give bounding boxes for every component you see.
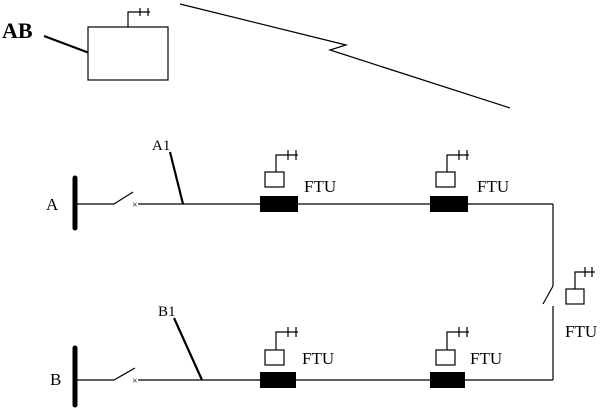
master-station-leader (43, 34, 93, 56)
ftu-antenna-icon (275, 331, 298, 350)
ftu-antenna-icon (574, 271, 595, 289)
ftu-top-2: FTU (435, 150, 509, 196)
feeder-b-leader (172, 317, 204, 381)
ftu-label: FTU (565, 322, 597, 341)
ftu-tie: FTU (565, 267, 597, 341)
sectionalizer-a1 (260, 196, 298, 212)
ftu-label: FTU (302, 349, 334, 368)
ftu-label: FTU (470, 349, 502, 368)
breaker-b-contact: × (132, 376, 138, 387)
bus-a-label: A (46, 195, 59, 214)
ftu-bottom-1: FTU (264, 327, 334, 368)
ftu-box (435, 349, 456, 366)
master-station-label: AB (2, 18, 33, 43)
ftu-box (264, 171, 285, 188)
ftu-box (435, 171, 456, 188)
breaker-b-blade (113, 367, 136, 381)
ftu-label: FTU (477, 177, 509, 196)
communication-link (179, 3, 511, 109)
feeder-a: A × A1 (46, 138, 553, 231)
ftu-box (264, 349, 285, 366)
ftu-bottom-2: FTU (435, 327, 502, 368)
feeder-a-leader (168, 151, 185, 205)
master-station: AB (2, 8, 169, 81)
breaker-a-blade (113, 191, 134, 205)
sectionalizer-b2 (430, 372, 465, 388)
master-station-box (87, 26, 169, 81)
ftu-box (565, 288, 585, 305)
feeder-a-label: A1 (152, 138, 170, 154)
sectionalizer-b1 (260, 372, 296, 388)
tie-line (465, 204, 554, 381)
ftu-label: FTU (304, 177, 336, 196)
sectionalizer-a2 (430, 196, 468, 212)
feeder-b-label: B1 (158, 304, 176, 320)
master-antenna-icon (127, 8, 150, 27)
bus-b-label: B (50, 370, 61, 389)
ftu-antenna-icon (446, 154, 469, 172)
tie-switch-blade (542, 285, 554, 305)
ftu-antenna-icon (446, 331, 469, 350)
feeder-b: B × B1 (50, 304, 465, 408)
ftu-top-1: FTU (264, 150, 336, 196)
ftu-antenna-icon (275, 154, 298, 172)
breaker-a-contact: × (132, 200, 138, 211)
